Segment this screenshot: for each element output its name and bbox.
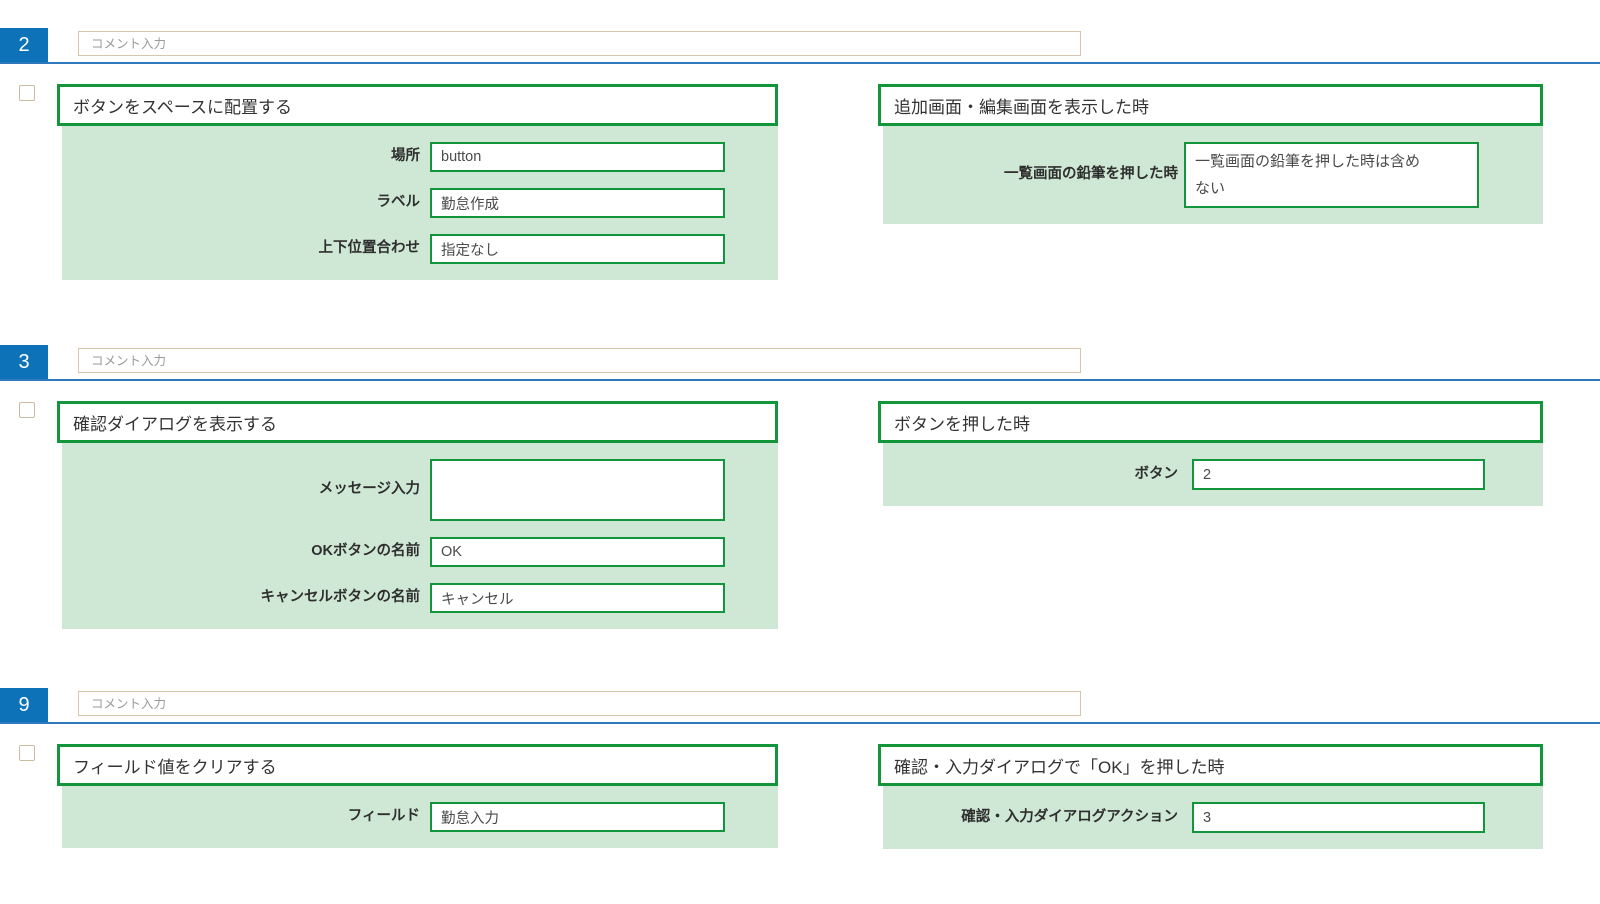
block-number-badge: 3 xyxy=(0,345,48,379)
action-panel: ボタンをスペースに配置する 場所 ラベル 上下位置合わせ xyxy=(57,84,778,280)
action-title[interactable]: 確認ダイアログを表示する xyxy=(57,401,778,443)
block-divider-line xyxy=(0,722,1600,724)
block-select-checkbox[interactable] xyxy=(19,745,35,761)
block-divider-line xyxy=(0,379,1600,381)
field-input-valign[interactable] xyxy=(430,234,725,264)
comment-input[interactable] xyxy=(78,691,1081,716)
action-block-9: 9 フィールド値をクリアする フィールド 確認・入力ダイアログで「OK」を押した… xyxy=(0,688,1600,864)
block-header: 9 xyxy=(0,688,1600,724)
field-input-button-number[interactable] xyxy=(1192,459,1485,490)
action-panel-body: 場所 ラベル 上下位置合わせ xyxy=(62,126,778,280)
trigger-panel-body: 確認・入力ダイアログアクション xyxy=(883,786,1543,849)
field-row: ボタン xyxy=(883,459,1543,490)
field-row: 一覧画面の鉛筆を押した時 一覧画面の鉛筆を押した時は含めない xyxy=(883,142,1543,208)
block-select-checkbox[interactable] xyxy=(19,85,35,101)
field-row: キャンセルボタンの名前 xyxy=(62,583,778,613)
trigger-title[interactable]: 追加画面・編集画面を表示した時 xyxy=(878,84,1543,126)
field-label: 上下位置合わせ xyxy=(318,240,421,257)
field-input-dialog-action-number[interactable] xyxy=(1192,802,1485,833)
trigger-title[interactable]: 確認・入力ダイアログで「OK」を押した時 xyxy=(878,744,1543,786)
field-label: 一覧画面の鉛筆を押した時 xyxy=(1004,166,1178,183)
block-number-badge: 2 xyxy=(0,28,48,62)
trigger-title[interactable]: ボタンを押した時 xyxy=(878,401,1543,443)
block-select-checkbox[interactable] xyxy=(19,402,35,418)
action-block-3: 3 確認ダイアログを表示する メッセージ入力 OKボタンの名前 キャンセルボタン… xyxy=(0,345,1600,641)
field-row: フィールド xyxy=(62,802,778,832)
field-input-cancel-button-name[interactable] xyxy=(430,583,725,613)
field-select-pencil-option[interactable]: 一覧画面の鉛筆を押した時は含めない xyxy=(1184,142,1479,208)
field-textarea-message[interactable] xyxy=(430,459,725,521)
block-header: 2 xyxy=(0,28,1600,64)
block-header: 3 xyxy=(0,345,1600,381)
block-divider-line xyxy=(0,62,1600,64)
field-label: メッセージ入力 xyxy=(318,481,420,498)
trigger-panel: 確認・入力ダイアログで「OK」を押した時 確認・入力ダイアログアクション xyxy=(878,744,1543,849)
field-row: 確認・入力ダイアログアクション xyxy=(883,802,1543,833)
field-label: フィールド xyxy=(347,808,420,825)
comment-input[interactable] xyxy=(78,31,1081,56)
field-row: OKボタンの名前 xyxy=(62,537,778,567)
field-row: ラベル xyxy=(62,188,778,218)
field-row: 上下位置合わせ xyxy=(62,234,778,264)
action-panel-body: フィールド xyxy=(62,786,778,848)
field-input-ok-button-name[interactable] xyxy=(430,537,725,567)
field-row: 場所 xyxy=(62,142,778,172)
field-row: メッセージ入力 xyxy=(62,459,778,521)
field-input-place[interactable] xyxy=(430,142,725,172)
field-label: ラベル xyxy=(376,194,421,211)
action-panel: 確認ダイアログを表示する メッセージ入力 OKボタンの名前 キャンセルボタンの名… xyxy=(57,401,778,629)
action-block-2: 2 ボタンをスペースに配置する 場所 ラベル 上下位置合わせ xyxy=(0,28,1600,344)
field-input-label[interactable] xyxy=(430,188,725,218)
trigger-panel-body: ボタン xyxy=(883,443,1543,506)
action-title[interactable]: ボタンをスペースに配置する xyxy=(57,84,778,126)
field-label: ボタン xyxy=(1134,465,1179,482)
action-title[interactable]: フィールド値をクリアする xyxy=(57,744,778,786)
field-label: キャンセルボタンの名前 xyxy=(260,589,421,606)
field-label: 確認・入力ダイアログアクション xyxy=(961,808,1178,825)
block-number-badge: 9 xyxy=(0,688,48,722)
field-input-field[interactable] xyxy=(430,802,725,832)
field-label: OKボタンの名前 xyxy=(311,543,420,560)
trigger-panel: ボタンを押した時 ボタン xyxy=(878,401,1543,506)
trigger-panel-body: 一覧画面の鉛筆を押した時 一覧画面の鉛筆を押した時は含めない xyxy=(883,126,1543,224)
field-label: 場所 xyxy=(391,148,420,165)
comment-input[interactable] xyxy=(78,348,1081,373)
action-panel-body: メッセージ入力 OKボタンの名前 キャンセルボタンの名前 xyxy=(62,443,778,629)
trigger-panel: 追加画面・編集画面を表示した時 一覧画面の鉛筆を押した時 一覧画面の鉛筆を押した… xyxy=(878,84,1543,224)
action-panel: フィールド値をクリアする フィールド xyxy=(57,744,778,848)
